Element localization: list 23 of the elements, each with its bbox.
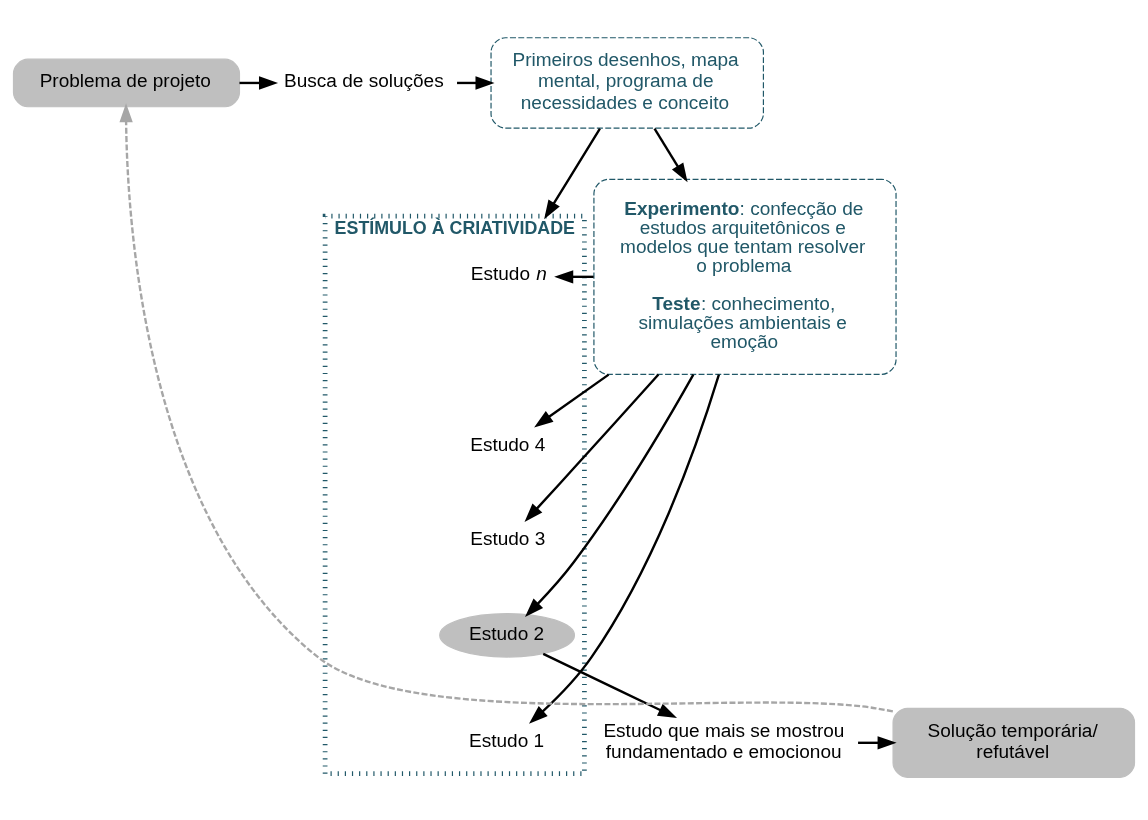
arrow bbox=[542, 652, 678, 718]
arrow bbox=[554, 269, 594, 283]
node-text: Estudo 1 bbox=[469, 729, 545, 751]
node-ellipse: Estudo 2 bbox=[439, 612, 576, 658]
arrow bbox=[457, 75, 495, 90]
node-text: Estudo 3 bbox=[470, 527, 546, 549]
node-text: Estudo que mais se mostrou fundamentado e emocionou bbox=[603, 719, 845, 762]
node-text: Busca de soluções bbox=[284, 69, 444, 91]
arrow bbox=[653, 127, 688, 182]
arrow bbox=[544, 127, 601, 219]
arrow bbox=[524, 373, 660, 522]
arrow bbox=[119, 102, 894, 713]
node-box: Primeiros desenhos, mapa mental, programa de necessidades e conceito bbox=[490, 36, 764, 129]
node-box: Solução temporária/ refutável bbox=[892, 707, 1136, 778]
arrow bbox=[534, 373, 610, 427]
node-box: Experimento: confecção de estudos arquitetônicos e modelos que tentam resolver o problema Teste: conhecimento, simulações ambientais e emoção bbox=[593, 178, 897, 375]
node-text: Estudo n bbox=[470, 262, 547, 284]
node-text: Estudo 4 bbox=[470, 433, 546, 455]
arrow bbox=[858, 735, 897, 749]
arrow bbox=[525, 373, 695, 617]
arrow bbox=[239, 75, 279, 90]
arrow bbox=[529, 373, 721, 724]
node-box: Problema de projeto bbox=[12, 58, 241, 107]
